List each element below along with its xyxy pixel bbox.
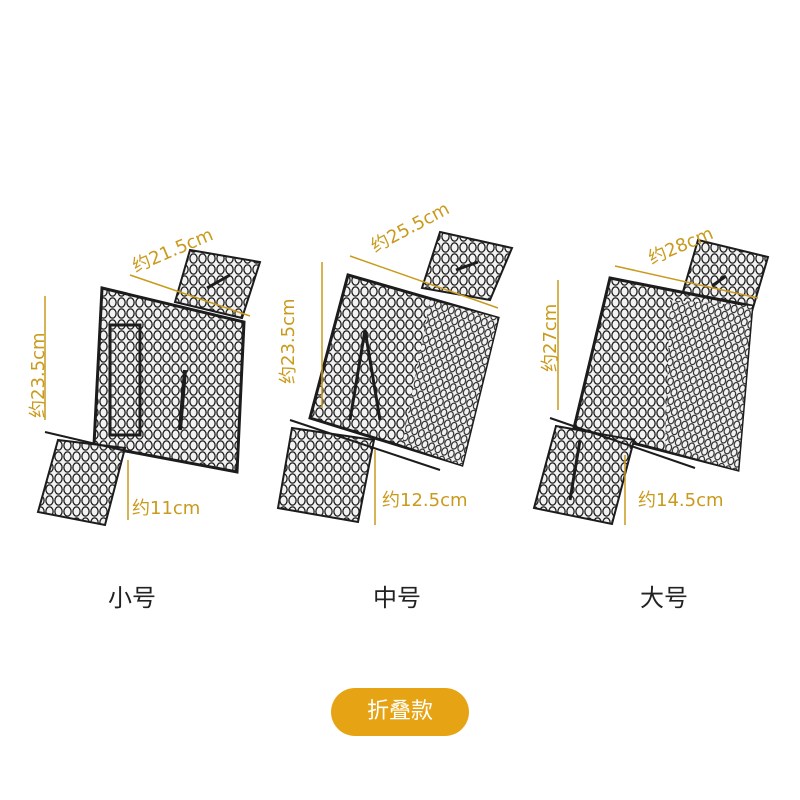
cage-large-illustration — [532, 238, 770, 526]
door-dimension-label: 约14.5cm — [638, 490, 724, 511]
product-large: 约28cm 约27cm 约14.5cm — [530, 0, 800, 560]
foldable-style-badge[interactable]: 折叠款 — [331, 688, 469, 736]
height-dimension-label: 约23.5cm — [28, 332, 49, 418]
cage-small-illustration — [36, 248, 262, 527]
height-dimension-label: 约23.5cm — [278, 298, 299, 384]
product-medium: 约25.5cm 约23.5cm 约12.5cm — [270, 0, 530, 560]
product-small: 约21.5cm 约23.5cm 约11cm — [0, 0, 270, 560]
size-label-medium: 中号 — [373, 584, 421, 612]
size-label-small: 小号 — [108, 584, 156, 612]
cage-medium-illustration — [276, 230, 514, 525]
door-dimension-label: 约11cm — [132, 498, 201, 519]
door-dimension-label: 约12.5cm — [382, 490, 468, 511]
size-label-large: 大号 — [640, 584, 688, 612]
height-dimension-label: 约27cm — [540, 303, 561, 372]
